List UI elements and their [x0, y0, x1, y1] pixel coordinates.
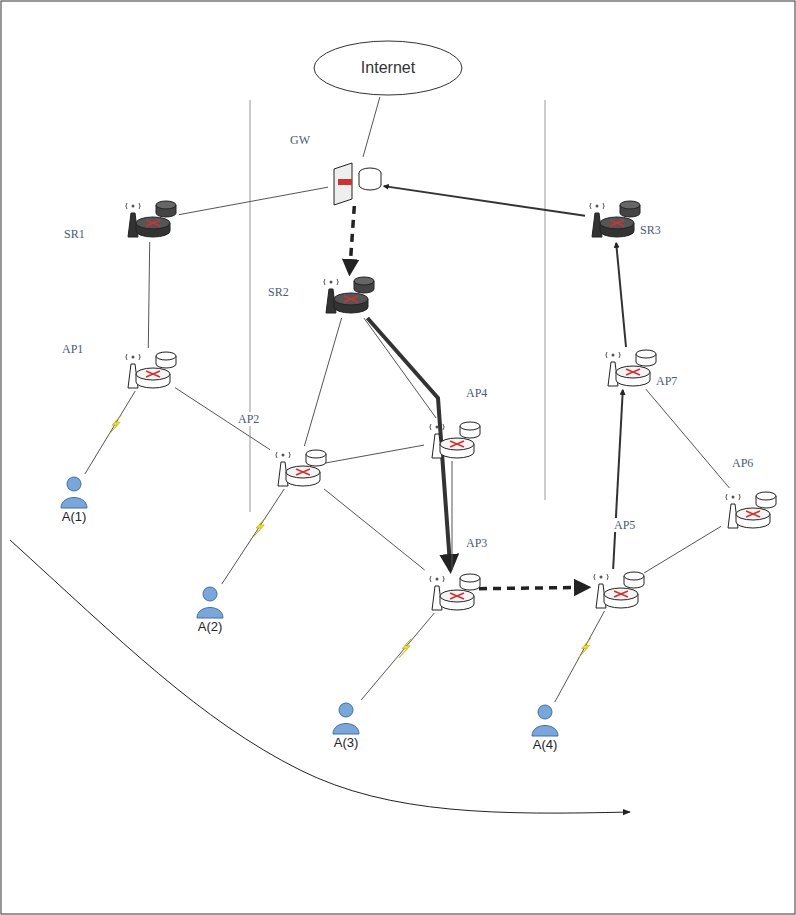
link-connector — [646, 389, 730, 488]
node-label: AP3 — [464, 536, 489, 550]
node-label: A(3) — [332, 736, 361, 750]
node-icon — [530, 704, 560, 736]
wireless-bolt — [253, 518, 265, 537]
link-connector — [361, 613, 434, 700]
node-label: Internet — [359, 61, 417, 75]
node-icon — [195, 586, 225, 618]
node-icon — [272, 448, 324, 488]
link-connector — [644, 526, 721, 573]
node-icon — [590, 570, 642, 610]
movement-curve — [10, 540, 630, 813]
link-connector — [175, 388, 270, 450]
divider-line — [545, 100, 546, 500]
divider-line — [250, 100, 251, 512]
router-node: AP4 — [426, 420, 478, 460]
node-label: A(1) — [60, 510, 89, 524]
router-node: GW — [330, 159, 382, 205]
link-connector — [452, 461, 453, 570]
node-icon — [320, 275, 376, 317]
link-connector — [363, 97, 380, 157]
node-label: A(4) — [531, 738, 560, 752]
node-icon — [426, 572, 478, 612]
wireless-bolt — [399, 639, 411, 658]
node-icon — [122, 350, 174, 390]
link-connector — [364, 318, 436, 418]
node-label: GW — [288, 133, 312, 147]
user-icon: A(4) — [530, 704, 560, 736]
node-label: SR3 — [638, 223, 663, 237]
node-icon — [122, 199, 178, 241]
node-icon — [586, 199, 642, 241]
router-node: AP2 — [272, 448, 324, 488]
node-icon — [602, 348, 654, 388]
wireless-bolts — [109, 415, 591, 658]
node-icon — [59, 476, 89, 508]
router-node: SR1 — [122, 199, 178, 241]
link-connector — [384, 186, 585, 216]
link-connector — [325, 445, 424, 463]
node-label: SR1 — [62, 227, 87, 241]
node-label: AP7 — [654, 374, 679, 388]
user-icon: A(1) — [59, 476, 89, 508]
user-icon: A(3) — [331, 702, 361, 734]
wireless-bolt — [579, 638, 591, 657]
router-node: SR3 — [586, 199, 642, 241]
router-node: AP5 — [590, 570, 642, 610]
router-node: AP7 — [602, 348, 654, 388]
internet-cloud: Internet — [313, 40, 463, 96]
link-connector — [613, 390, 623, 569]
router-node: SR2 — [320, 275, 376, 317]
wireless-bolt — [109, 415, 121, 434]
link-connector — [85, 391, 135, 474]
node-icon — [331, 702, 361, 734]
link-connector — [304, 318, 341, 446]
link-connector — [367, 318, 450, 570]
node-label: AP4 — [464, 386, 489, 400]
node-icon — [722, 490, 774, 530]
router-node: AP3 — [426, 572, 478, 612]
node-label: AP1 — [60, 342, 85, 356]
node-icon — [426, 420, 478, 460]
link-connector — [616, 243, 626, 347]
node-label: SR2 — [266, 285, 291, 299]
router-node: AP6 — [722, 490, 774, 530]
link-connector — [555, 611, 605, 702]
link-connector — [324, 489, 425, 570]
node-label: A(2) — [196, 620, 225, 634]
node-label: AP5 — [612, 518, 637, 532]
link-connector — [179, 187, 328, 214]
node-label: AP6 — [730, 456, 755, 470]
node-label: AP2 — [236, 412, 261, 426]
link-connector — [350, 206, 355, 273]
link-connector — [222, 489, 284, 584]
link-connector — [479, 587, 588, 588]
link-connector — [148, 242, 149, 348]
user-icon: A(2) — [195, 586, 225, 618]
router-node: AP1 — [122, 350, 174, 390]
node-icon — [330, 159, 382, 205]
